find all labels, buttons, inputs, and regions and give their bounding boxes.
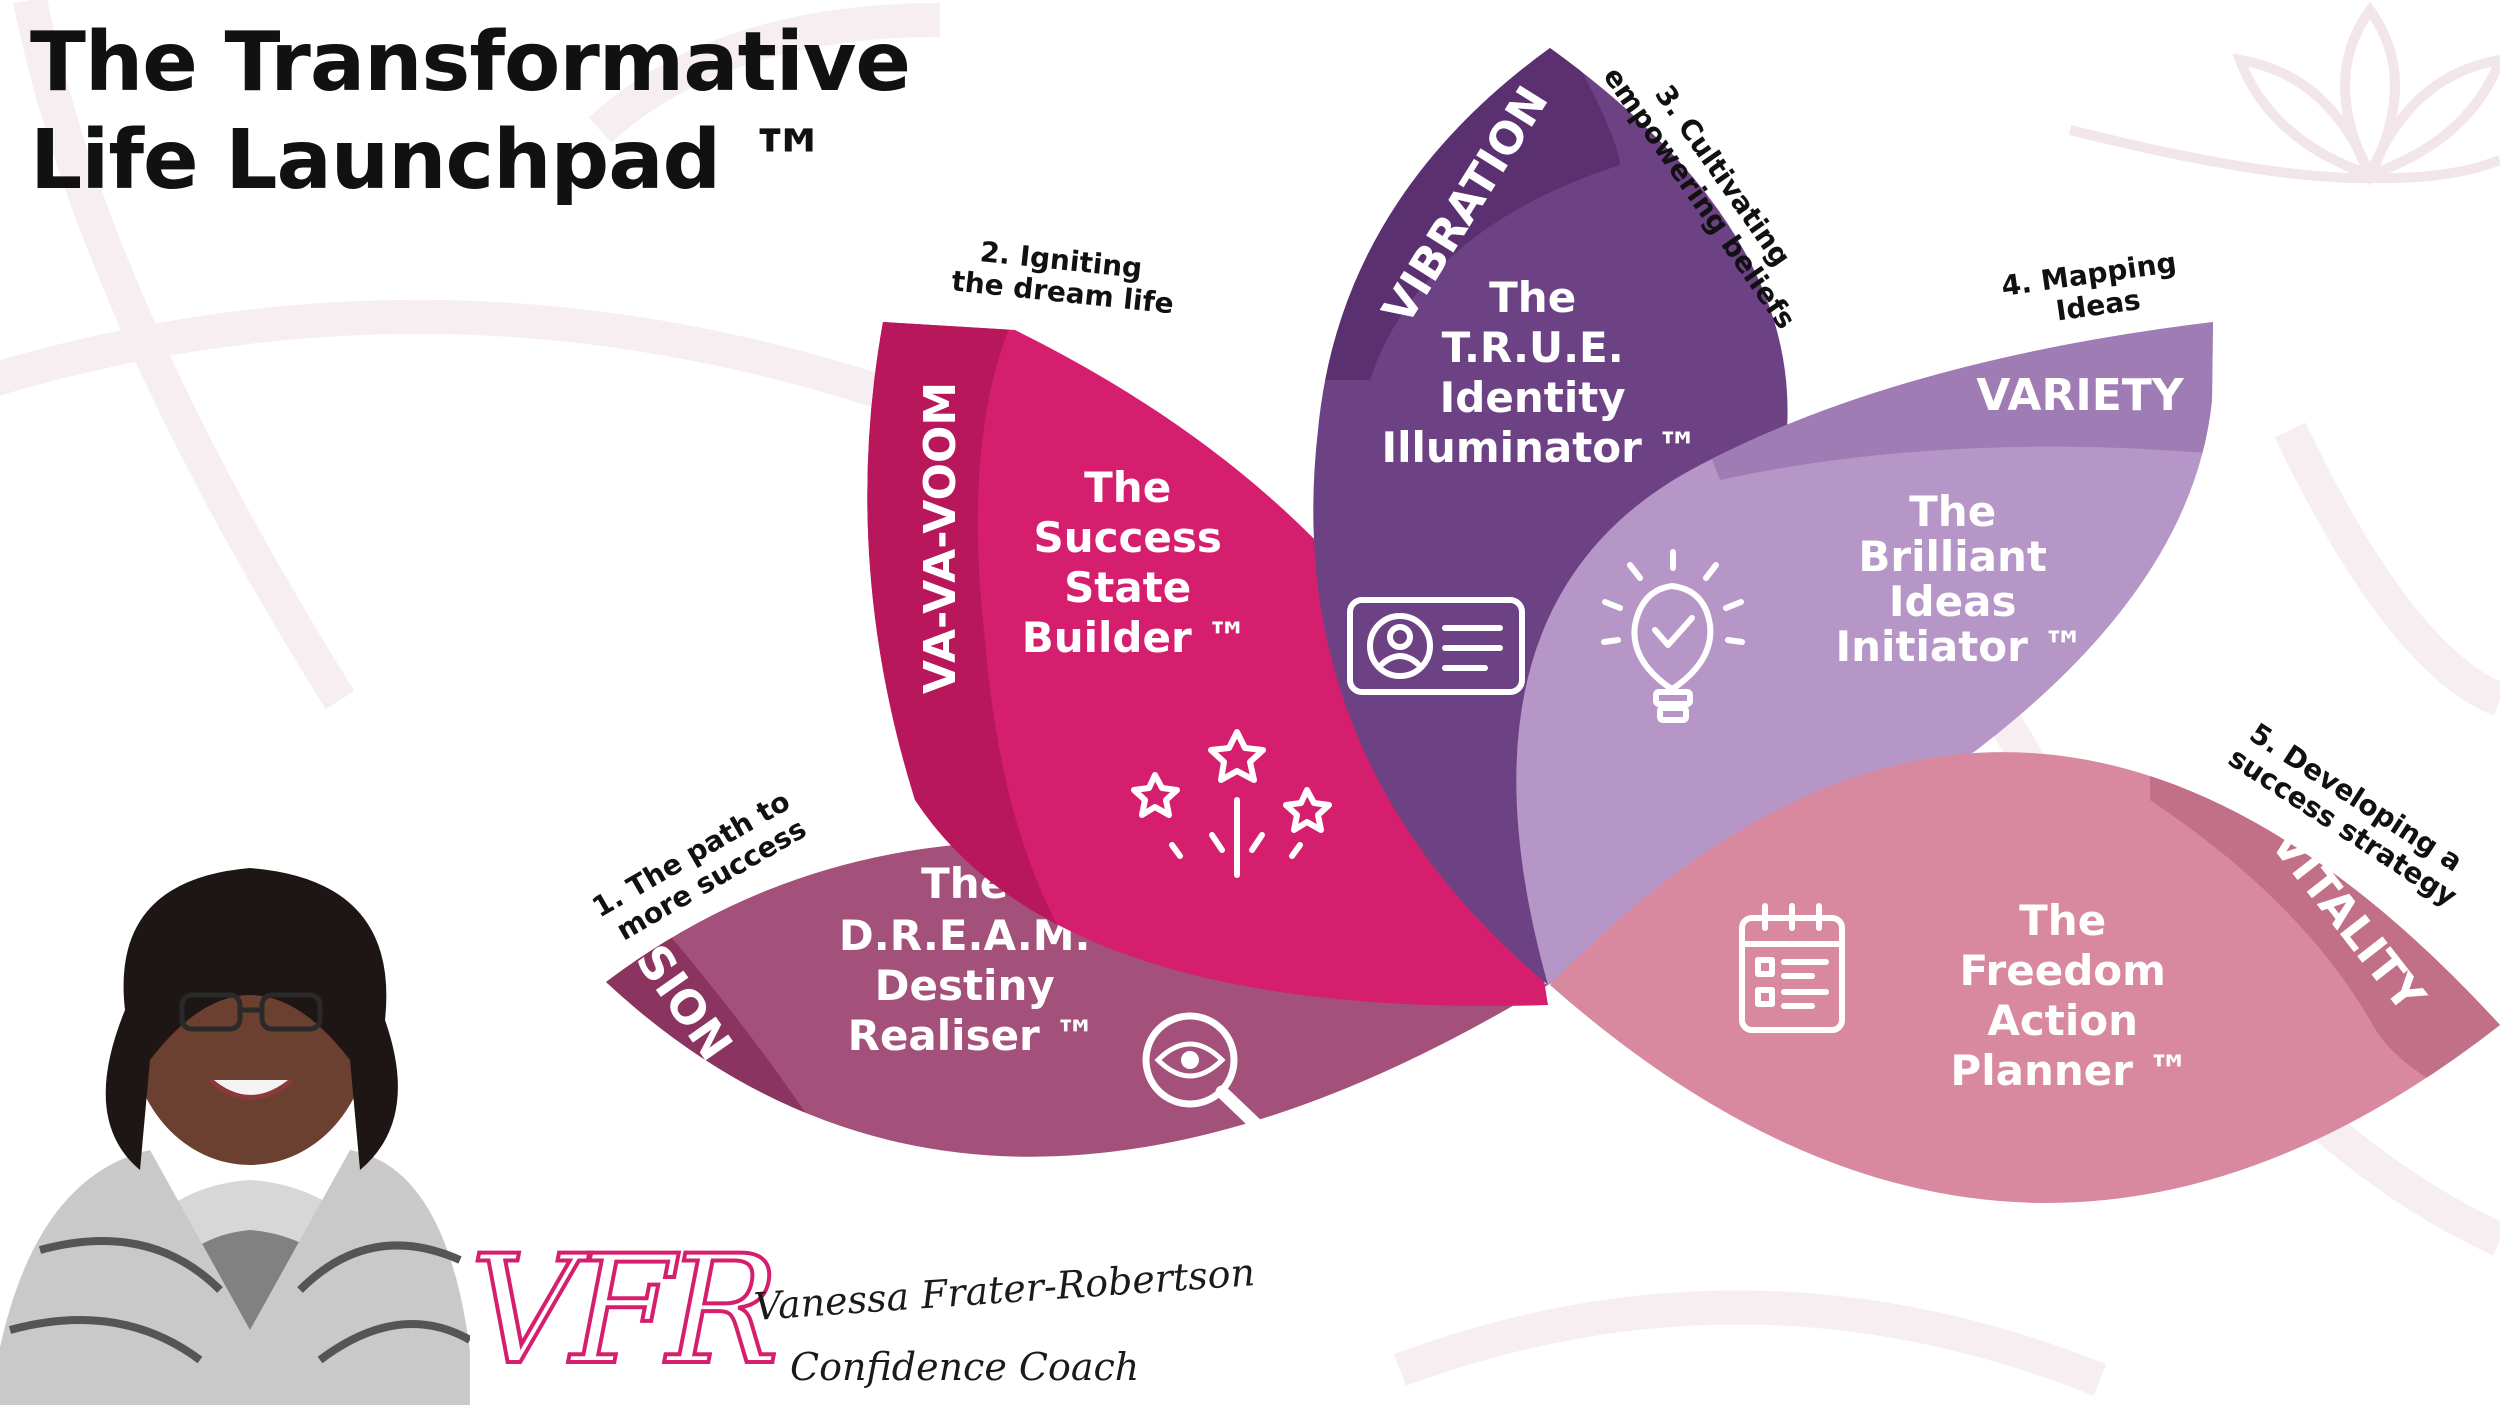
corner-lotus-logo — [2068, 1, 2500, 186]
band-label-vavavoom: VA-VA-VOOM — [915, 382, 966, 694]
vfr-monogram: VFR — [470, 1224, 774, 1398]
signature-name: Vanessa Frater-Robertson — [753, 1250, 1257, 1329]
petal-vavavoom-shape — [867, 322, 1548, 1006]
page-title-line-1: The Transformative — [30, 15, 911, 110]
petal-variety-shape — [1516, 322, 2213, 985]
coach-photo — [0, 861, 470, 1405]
magnifier-eye-icon — [1142, 1012, 1273, 1141]
petal-vavavoom-title: The Success State Builder ™ — [1022, 463, 1249, 662]
id-card-icon — [1347, 597, 1525, 695]
checklist-icon — [1739, 903, 1845, 1033]
petal-vitality-title: The Freedom Action Planner ™ — [1950, 896, 2189, 1095]
fireworks-icon — [1131, 729, 1332, 878]
signature-role: Confidence Coach — [790, 1345, 1139, 1389]
lightbulb-icon — [1601, 549, 1745, 723]
page-title-line-2: Life Launchpad ™ — [30, 113, 830, 208]
petal-vavavoom-band — [867, 322, 1060, 930]
petal-vibration-title: The T.R.U.E. Identity Illuminator ™ — [1382, 273, 1699, 472]
petal-vavavoom: VA-VA-VOOM The Success State Builder ™ — [867, 322, 1548, 1006]
band-label-variety: VARIETY — [1976, 370, 2184, 421]
petal-variety-title: The Brilliant Ideas Initiator ™ — [1835, 487, 2084, 671]
step-label-vavavoom: 2. Igniting the dream life — [950, 232, 1179, 320]
step-label-variety: 4. Mapping Ideas — [1999, 244, 2192, 334]
signature-logo: VFR Vanessa Frater-Robertson Confidence … — [468, 1222, 1257, 1400]
